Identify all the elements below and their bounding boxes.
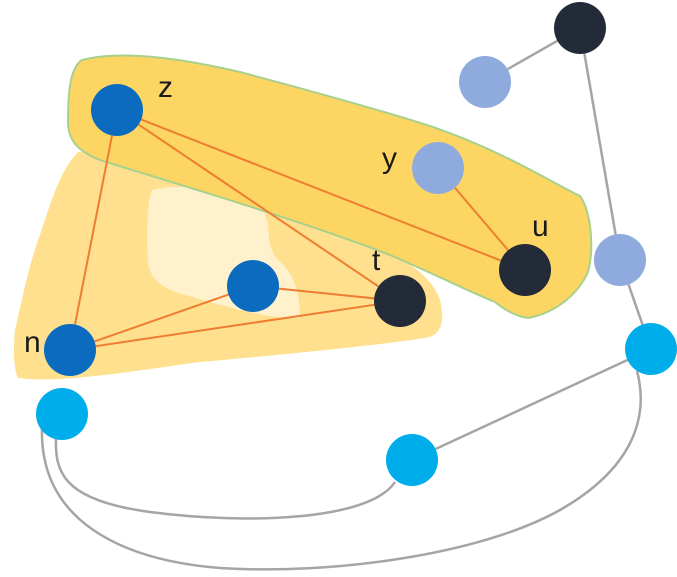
node-y[interactable] (412, 142, 464, 194)
node-z[interactable] (91, 84, 143, 136)
node-top-light[interactable] (459, 56, 511, 108)
label-t: t (372, 244, 381, 277)
edge-right_cyan-left_cyan (40, 370, 642, 571)
edge-right_light-right_cyan (627, 284, 644, 325)
label-u: u (532, 210, 549, 243)
node-top-dark[interactable] (554, 2, 606, 54)
edge-top_dark-right_light (583, 53, 617, 235)
edge-mid_cyan-left_cyan (54, 436, 397, 520)
edge-m-t (278, 287, 375, 300)
edges-layer (40, 39, 644, 571)
label-z: z (158, 71, 173, 104)
edge-right_cyan-mid_cyan (435, 358, 628, 451)
nodes-layer (36, 2, 677, 486)
edge-y-u (454, 187, 509, 251)
label-n: n (24, 326, 41, 359)
node-u[interactable] (499, 244, 551, 296)
edge-z-n (74, 135, 113, 325)
node-right-cyan[interactable] (625, 323, 677, 375)
edge-top_dark-top_light (506, 39, 559, 71)
node-n[interactable] (44, 324, 96, 376)
edge-z-u (140, 118, 502, 262)
node-right-light[interactable] (594, 234, 646, 286)
edge-n-t (95, 303, 375, 348)
node-t[interactable] (374, 275, 426, 327)
hyperedge-region-upper (66, 54, 593, 320)
node-m[interactable] (227, 260, 279, 312)
label-y: y (382, 142, 397, 175)
node-left-cyan[interactable] (36, 388, 88, 440)
edge-n-m (94, 293, 229, 343)
edge-z-t (137, 123, 380, 288)
node-mid-cyan[interactable] (386, 434, 438, 486)
